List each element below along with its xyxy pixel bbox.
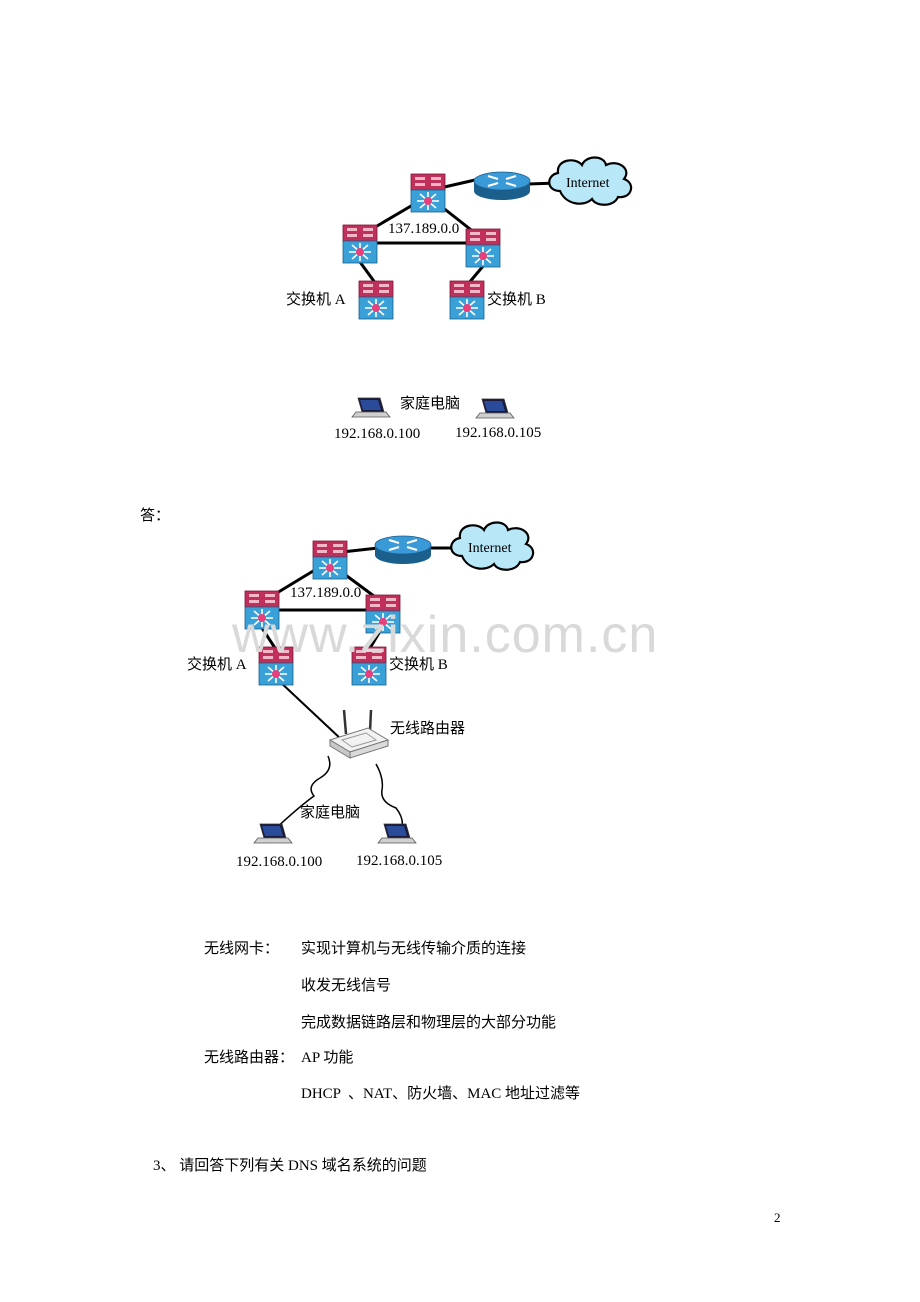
laptop-icon xyxy=(253,823,293,844)
diagram-2 xyxy=(244,521,535,844)
home-pc-label: 家庭电脑 xyxy=(400,396,461,412)
switch-b-label: 交换机 B xyxy=(389,657,448,673)
core-switch-icon xyxy=(410,173,446,213)
nic-item: 收发无线信号 xyxy=(301,978,392,994)
ip-address-1: 192.168.0.100 xyxy=(236,854,323,870)
wireless-router-icon xyxy=(328,708,390,760)
laptop-icon xyxy=(351,397,391,418)
laptop-icon xyxy=(377,823,417,844)
ip-address-2: 192.168.0.105 xyxy=(356,853,443,869)
network-label: 137.189.0.0 xyxy=(290,585,362,601)
page-number: 2 xyxy=(774,1210,781,1225)
wireless-nic-label: 无线网卡： xyxy=(204,941,280,957)
network-label: 137.189.0.0 xyxy=(388,221,460,237)
internet-label: Internet xyxy=(566,176,610,191)
core-switch-icon xyxy=(312,540,348,580)
router-icon xyxy=(473,171,531,201)
switch-a-label: 交换机 A xyxy=(286,292,346,308)
ip-address-2: 192.168.0.105 xyxy=(455,425,542,441)
laptop-icon xyxy=(475,398,515,419)
internet-label: Internet xyxy=(468,541,512,556)
nic-item: 实现计算机与无线传输介质的连接 xyxy=(301,941,527,957)
watermark: www.zixin.com.cn xyxy=(232,606,659,664)
router-item: DHCP 、NAT、防火墙、MAC 地址过滤等 xyxy=(301,1086,581,1102)
switch-a-icon xyxy=(358,280,394,320)
switch-right-icon xyxy=(465,228,501,268)
wireless-router-section-label: 无线路由器： xyxy=(204,1050,295,1066)
question-text: 3、 请回答下列有关 DNS 域名系统的问题 xyxy=(153,1158,427,1174)
router-icon xyxy=(374,535,432,565)
switch-b-icon xyxy=(449,280,485,320)
home-pc-label: 家庭电脑 xyxy=(300,805,361,821)
answer-label: 答： xyxy=(140,508,171,524)
switch-a-label: 交换机 A xyxy=(187,657,247,673)
switch-b-label: 交换机 B xyxy=(487,292,546,308)
wireless-router-label: 无线路由器 xyxy=(390,721,466,737)
nic-item: 完成数据链路层和物理层的大部分功能 xyxy=(301,1015,557,1031)
router-item: AP 功能 xyxy=(301,1050,354,1066)
switch-left-icon xyxy=(342,224,378,264)
ip-address-1: 192.168.0.100 xyxy=(334,426,421,442)
diagram-1 xyxy=(342,156,633,419)
